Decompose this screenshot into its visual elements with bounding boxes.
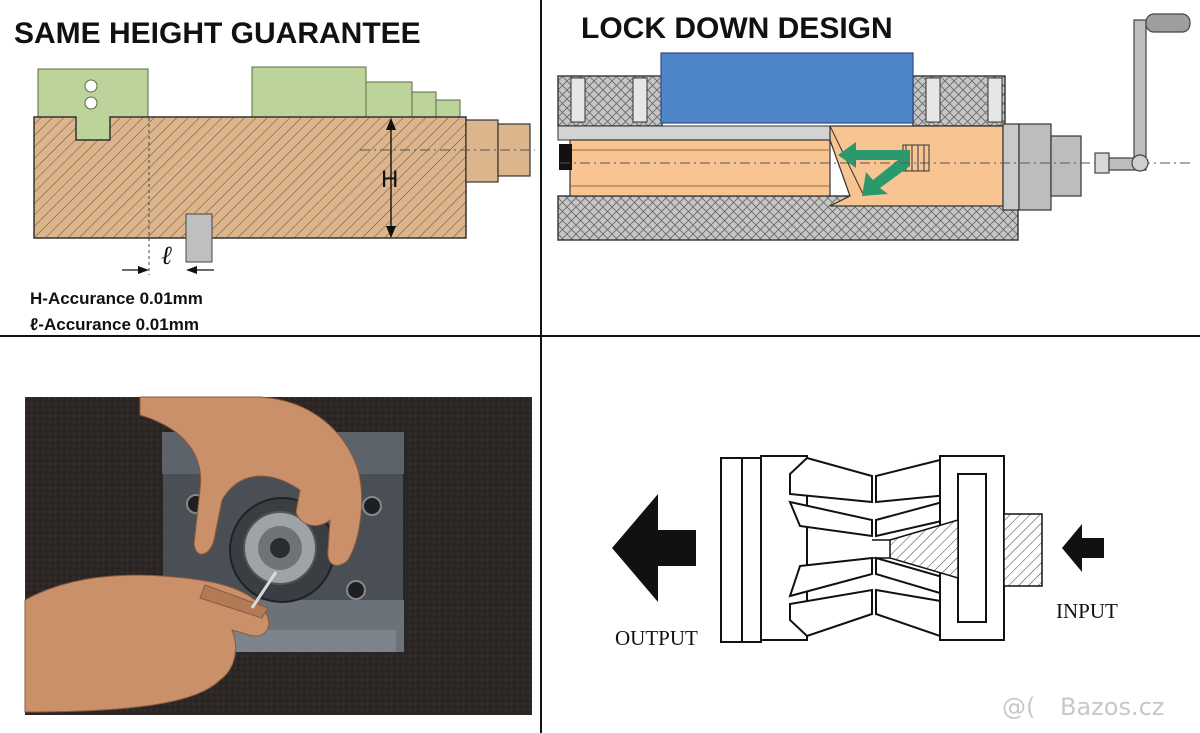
wedge-assembly [720, 455, 1005, 643]
lock-direction-arrow [838, 142, 910, 196]
watermark-text: Bazos.cz [1060, 693, 1164, 721]
watermark-at-icon: @( [1002, 693, 1035, 721]
crank-handle [1094, 13, 1191, 174]
photo-hands [24, 396, 363, 713]
lock-down-title: LOCK DOWN DESIGN [581, 12, 893, 45]
dim-l-label: ℓ [161, 241, 172, 270]
height-dimension: H [381, 118, 398, 238]
offset-dimension: ℓ [122, 241, 214, 274]
panel-photo [24, 396, 532, 715]
input-shaft [1003, 513, 1043, 587]
screw-channel [569, 139, 831, 197]
input-arrow [1062, 524, 1104, 572]
dim-h-label: H [381, 166, 398, 193]
spec-l-accuracy: ℓ-Accurance 0.01mm [30, 315, 199, 334]
workpiece-block [660, 52, 914, 124]
output-label: OUTPUT [615, 626, 698, 650]
photo-key-tool [250, 571, 278, 609]
input-label: INPUT [1056, 599, 1118, 623]
wedge-hatched [889, 518, 959, 580]
vise-body [33, 116, 467, 239]
same-height-title: SAME HEIGHT GUARANTEE [14, 17, 421, 50]
end-housing [1018, 123, 1052, 211]
spec-h-accuracy: H-Accurance 0.01mm [30, 289, 203, 308]
screw-collar [465, 119, 499, 183]
watermark: @( Bazos.cz [1002, 693, 1164, 721]
reference-block [185, 213, 213, 263]
panel-same-height: SAME HEIGHT GUARANTEE H [14, 17, 535, 334]
panel-wedge: OUTPUT INPUT [612, 455, 1118, 650]
panel-lock-down: LOCK DOWN DESIGN [557, 12, 1191, 241]
output-arrow [612, 494, 696, 602]
